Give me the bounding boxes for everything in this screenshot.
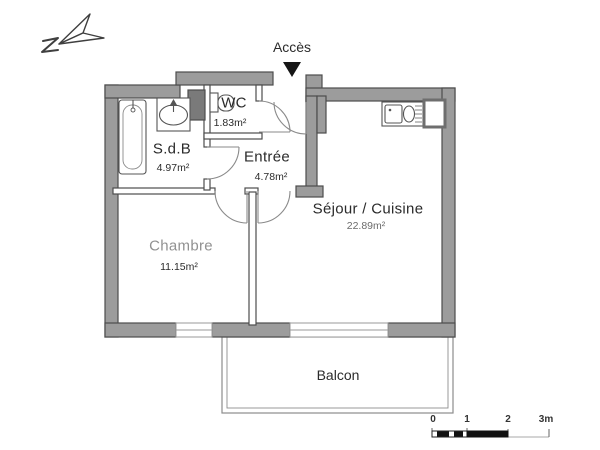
door-symbols — [206, 100, 307, 224]
duct-symbol — [422, 98, 447, 129]
room-name-sejour: Séjour / Cuisine — [312, 200, 424, 218]
access-triangle-icon — [283, 62, 301, 77]
outer-walls — [104, 71, 456, 338]
room-name-sdb: S.d.B — [152, 140, 192, 158]
north-arrow-icon — [41, 13, 105, 53]
room-name-wc: WC — [221, 94, 247, 112]
kitchen-sink-symbol — [381, 101, 424, 127]
bathtub-symbol — [118, 99, 147, 175]
washbasin-symbol — [156, 97, 191, 132]
scale-tick-1: 1 — [464, 414, 470, 425]
room-name-chambre: Chambre — [149, 237, 213, 255]
room-area-chambre: 11.15m² — [160, 260, 198, 273]
access-label: Accès — [272, 39, 312, 55]
balcony-label: Balcon — [316, 367, 360, 383]
scale-bar — [431, 428, 550, 438]
toilet-symbol — [209, 92, 235, 113]
room-area-sejour: 22.89m² — [346, 219, 386, 232]
room-area-sdb: 4.97m² — [156, 161, 190, 174]
room-name-entree: Entrée — [244, 148, 290, 166]
scale-tick-2: 2 — [505, 414, 511, 425]
room-area-wc: 1.83m² — [213, 116, 247, 129]
room-area-entree: 4.78m² — [254, 170, 288, 183]
scale-tick-0: 0 — [430, 414, 436, 425]
window-symbols — [175, 322, 389, 338]
scale-tick-3m: 3m — [538, 414, 554, 425]
